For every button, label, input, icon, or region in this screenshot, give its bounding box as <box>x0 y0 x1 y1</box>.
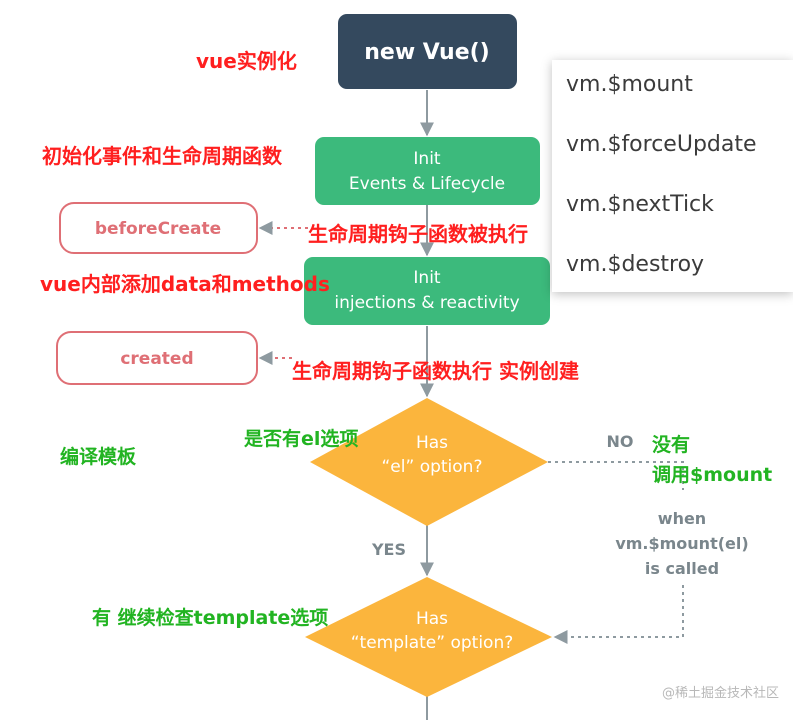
before-create-label: beforeCreate <box>95 219 221 239</box>
when-label-2: vm.$mount(el) <box>615 534 748 553</box>
annotation-vue-instantiate: vue实例化 <box>196 49 297 73</box>
init-events-label-2: Events & Lifecycle <box>349 174 505 194</box>
annotation-add-data-methods: vue内部添加data和methods <box>40 272 330 296</box>
annotation-hook-executed: 生命周期钩子函数被执行 <box>308 222 528 246</box>
new-vue-label: new Vue() <box>364 40 490 65</box>
init-inject-label-2: injections & reactivity <box>334 293 519 313</box>
created-label: created <box>120 349 193 369</box>
annotation-call-mount: 调用$mount <box>652 464 773 486</box>
no-branch-line <box>548 461 684 490</box>
when-mount-line <box>553 585 684 644</box>
yes-label: YES <box>371 540 406 559</box>
popup-item-force-update: vm.$forceUpdate <box>566 132 757 157</box>
when-label-3: is called <box>645 559 719 578</box>
annotation-init-events: 初始化事件和生命周期函数 <box>42 144 282 168</box>
init-events-node: Init Events & Lifecycle <box>315 137 540 205</box>
has-template-label-2: “template” option? <box>351 633 514 653</box>
init-events-label-1: Init <box>413 149 441 169</box>
before-create-node: beforeCreate <box>59 202 258 254</box>
has-el-label-2: “el” option? <box>382 457 483 477</box>
annotation-compile-template: 编译模板 <box>60 446 137 468</box>
new-vue-node: new Vue() <box>338 14 517 89</box>
instance-methods-popup: vm.$mount vm.$forceUpdate vm.$nextTick v… <box>552 60 793 292</box>
annotation-hook-instance-created: 生命周期钩子函数执行 实例创建 <box>292 359 579 383</box>
init-inject-label-1: Init <box>413 268 441 288</box>
init-inject-node: Init injections & reactivity <box>304 257 550 325</box>
annotation-no-el: 没有 <box>652 434 691 456</box>
has-template-decision: Has “template” option? <box>305 577 552 697</box>
has-template-label-1: Has <box>416 609 448 629</box>
popup-item-next-tick: vm.$nextTick <box>566 192 714 217</box>
when-label-1: when <box>658 509 706 528</box>
popup-item-mount: vm.$mount <box>566 72 693 97</box>
no-label: NO <box>607 432 634 451</box>
popup-item-destroy: vm.$destroy <box>566 252 705 277</box>
watermark: @稀土掘金技术社区 <box>661 686 779 701</box>
has-el-decision: Has “el” option? <box>310 398 548 526</box>
annotation-yes-check-template: 有 继续检查template选项 <box>92 607 329 629</box>
annotation-has-el-question: 是否有el选项 <box>244 428 359 450</box>
created-node: created <box>56 331 258 385</box>
has-el-label-1: Has <box>416 433 448 453</box>
